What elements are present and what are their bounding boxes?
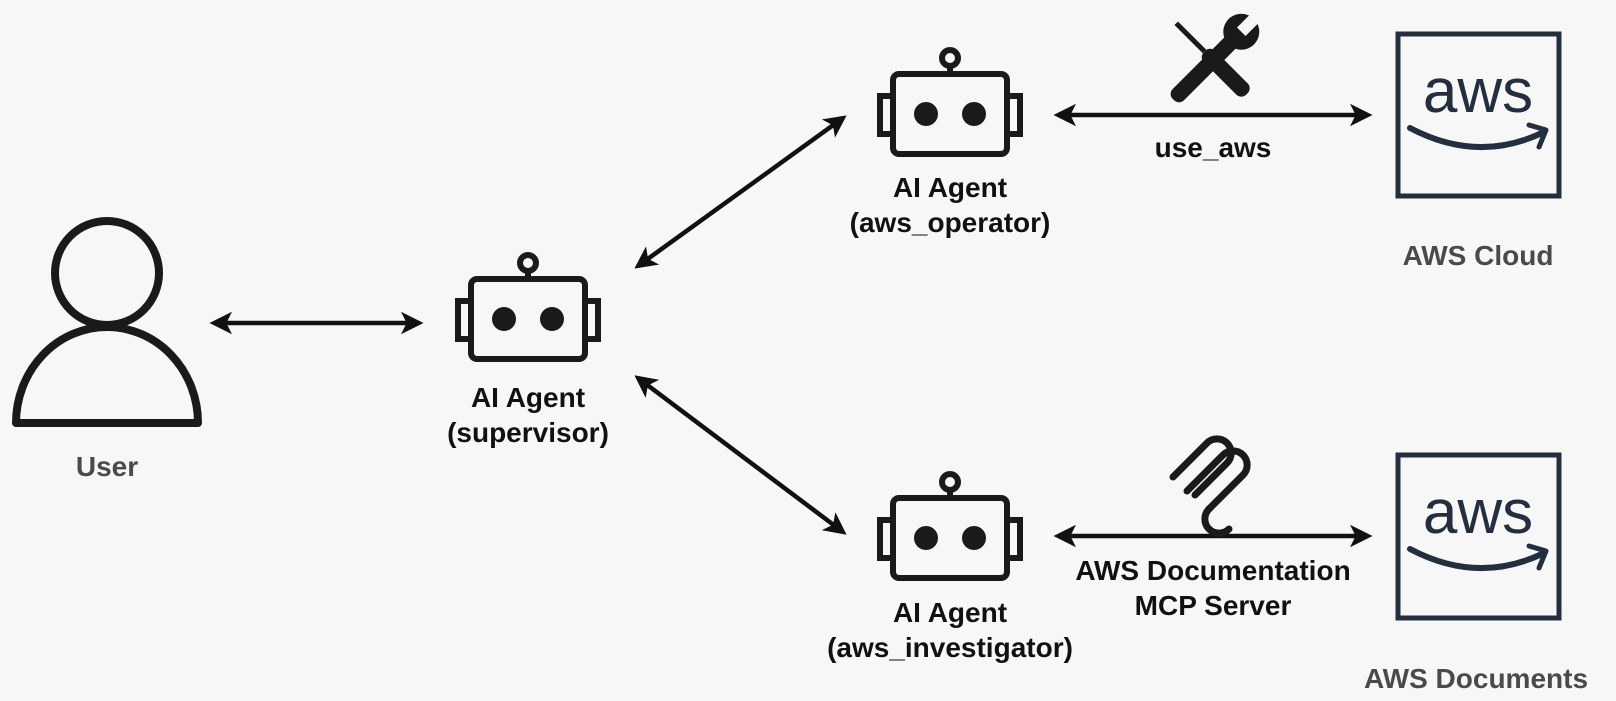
tools-icon [1170, 9, 1264, 103]
robot-icon-operator [877, 47, 1023, 157]
operator-label-line1: AI Agent [892, 172, 1008, 203]
arrow-supervisor-operator [634, 115, 847, 269]
mcp-server-label: AWS Documentation MCP Server [1053, 553, 1373, 623]
aws-documents-label: AWS Documents [1363, 663, 1589, 694]
investigator-label-line1: AI Agent [892, 597, 1008, 628]
supervisor-label: AI Agent (supervisor) [368, 380, 688, 450]
robot-icon-investigator [877, 471, 1023, 581]
mcp-icon [1169, 435, 1251, 537]
robot-icon-supervisor [455, 252, 601, 362]
aws-cloud-label: AWS Cloud [1402, 240, 1554, 271]
operator-label-line2: (aws_operator) [849, 207, 1051, 238]
investigator-label-line2: (aws_investigator) [827, 632, 1073, 663]
aws-logo-text: aws [1423, 478, 1533, 547]
aws-logo-text: aws [1423, 57, 1533, 126]
investigator-label: AI Agent (aws_investigator) [790, 595, 1110, 665]
aws-documents-logo: aws [1395, 452, 1562, 621]
aws-cloud-logo: aws [1395, 31, 1562, 199]
supervisor-label-line2: (supervisor) [447, 417, 609, 448]
operator-label: AI Agent (aws_operator) [790, 170, 1110, 240]
mcp-server-label-line2: MCP Server [1134, 590, 1292, 621]
use-aws-label: use_aws [1154, 132, 1272, 163]
user-icon [12, 217, 202, 427]
user-label: User [75, 451, 139, 482]
supervisor-label-line1: AI Agent [470, 382, 586, 413]
mcp-server-label-line1: AWS Documentation [1075, 555, 1351, 586]
arrow-supervisor-investigator [634, 375, 847, 535]
